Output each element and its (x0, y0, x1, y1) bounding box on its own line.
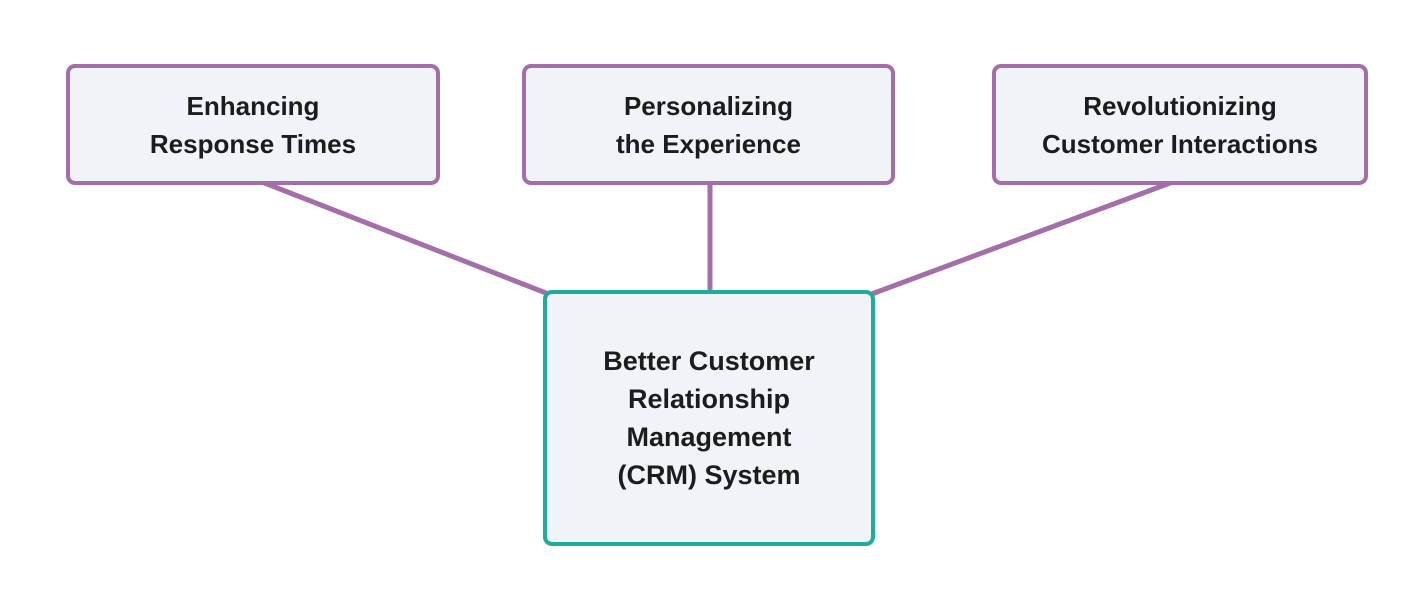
connector-enhancing-to-crm (256, 177, 552, 298)
node-label-line: Relationship (627, 384, 790, 414)
node-label-line: the Experience (616, 128, 801, 159)
node-label-line: (CRM) System (617, 460, 801, 490)
node-better-crm-system: Better Customer Relationship Management … (543, 290, 875, 546)
node-revolutionizing-customer-interactions: Revolutionizing Customer Interactions (992, 64, 1368, 185)
node-label: Better Customer Relationship Management … (603, 342, 815, 494)
node-label-line: Better Customer (603, 346, 815, 376)
node-label-line: Revolutionizing (1083, 90, 1277, 121)
node-label-line: Personalizing (623, 90, 794, 121)
node-label: Revolutionizing Customer Interactions (1042, 87, 1318, 163)
node-personalizing-the-experience: Personalizing the Experience (522, 64, 895, 185)
node-label: Personalizing the Experience (616, 87, 801, 163)
node-label: Enhancing Response Times (150, 87, 356, 163)
connector-revolutionizing-to-crm (868, 177, 1179, 298)
node-label-line: Response Times (149, 128, 357, 159)
node-label-line: Management (626, 422, 792, 452)
node-label-line: Enhancing (186, 90, 320, 121)
node-enhancing-response-times: Enhancing Response Times (66, 64, 440, 185)
node-label-line: Customer Interactions (1042, 128, 1318, 159)
